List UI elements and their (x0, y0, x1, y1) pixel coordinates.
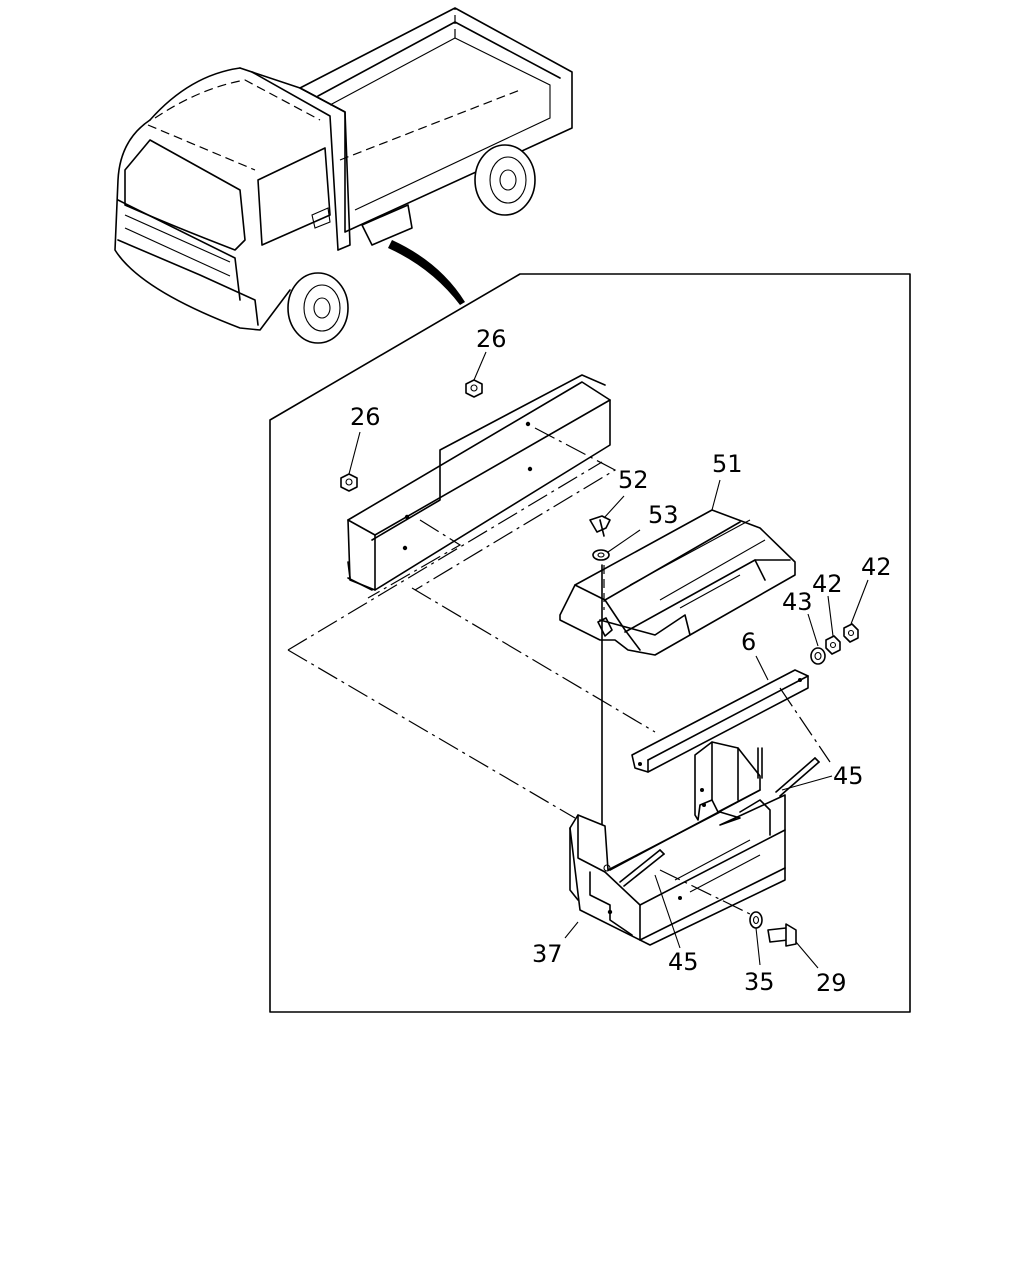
callout-43: 43 (782, 588, 813, 616)
j-bolt-icon (757, 747, 820, 797)
wing-nut-icon (589, 515, 611, 537)
callout-29: 29 (816, 969, 847, 997)
callout-45-right: 45 (833, 762, 864, 790)
callout-42-left: 42 (812, 570, 843, 598)
nut-icon (340, 473, 358, 492)
washer-icon (592, 549, 610, 561)
callout-45-bottom: 45 (668, 948, 699, 976)
callout-42-right: 42 (861, 553, 892, 581)
callout-6: 6 (741, 628, 756, 656)
washer-icon (810, 647, 826, 665)
nut-icon (843, 623, 859, 643)
callout-52: 52 (618, 466, 649, 494)
washer-icon (749, 911, 763, 929)
truck-icon (114, 7, 573, 344)
detail-frame (269, 273, 911, 1013)
callout-53: 53 (648, 501, 679, 529)
nut-icon (465, 379, 483, 398)
callout-26-top: 26 (476, 325, 507, 353)
callout-26-left: 26 (350, 403, 381, 431)
battery-tray-icon (569, 741, 786, 946)
j-bolt-icon (619, 849, 665, 887)
battery-cover-icon (559, 509, 796, 656)
frame-rail-icon (347, 374, 617, 599)
bolt-icon (767, 923, 797, 947)
nut-icon (825, 635, 841, 655)
callout-51: 51 (712, 450, 743, 478)
callout-35: 35 (744, 968, 775, 996)
callout-37: 37 (532, 940, 563, 968)
